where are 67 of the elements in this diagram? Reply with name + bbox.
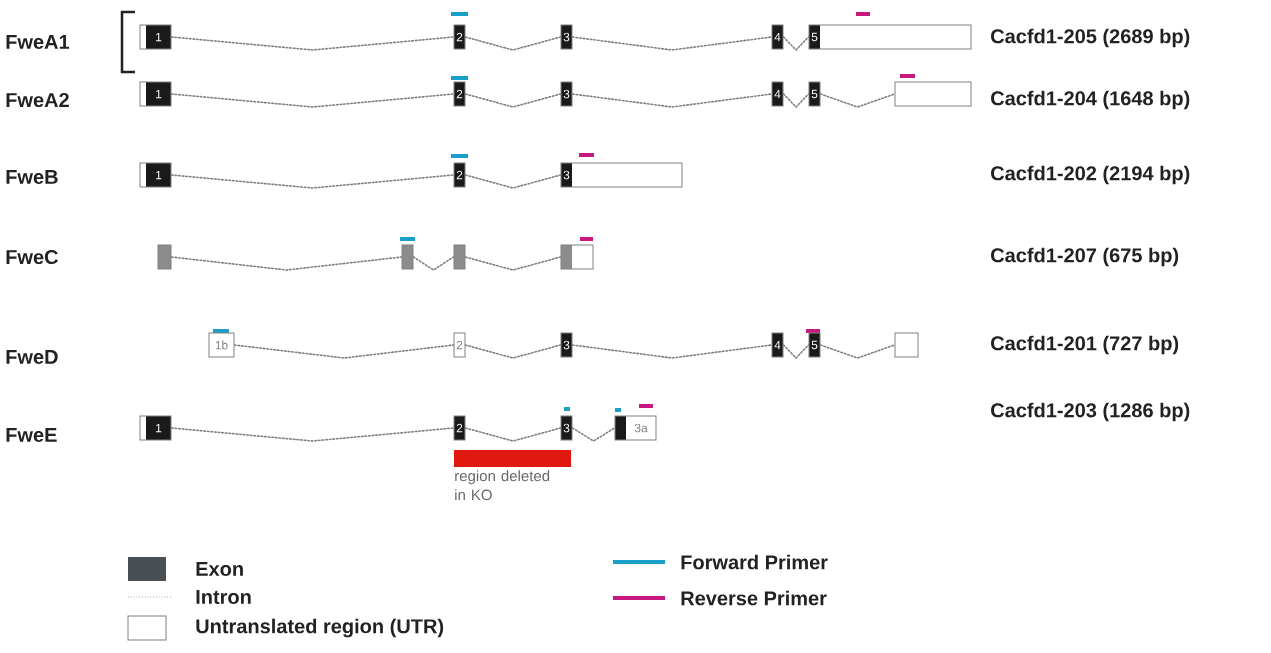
intron-line — [782, 36, 810, 52]
exon-box: 5 — [808, 24, 972, 50]
legend-label: Intron — [196, 590, 251, 604]
exon-box — [453, 244, 466, 270]
intron-line — [782, 344, 810, 360]
intron-line — [571, 36, 773, 51]
exon-box: 3a — [614, 415, 657, 441]
transcript-label: Cacfd1-202 (2194 bp) — [991, 165, 1190, 185]
exon-box: 2 — [453, 415, 466, 441]
intron-line — [464, 344, 562, 359]
transcript-label: Cacfd1-204 (1648 bp) — [991, 90, 1190, 110]
transcript-label: FweD — [6, 350, 58, 364]
exon-box: 1b — [208, 332, 235, 358]
intron-line — [571, 344, 773, 359]
exon-box: 1 — [139, 415, 172, 441]
intron-line — [819, 93, 896, 108]
intron-line — [170, 427, 455, 442]
transcript-label: Cacfd1-207 (675 bp) — [991, 247, 1179, 267]
legend-label: Untranslated region (UTR) — [196, 618, 444, 638]
legend-label: Forward Primer — [681, 554, 828, 570]
transcript-label: FweE — [6, 428, 57, 442]
intron-line — [170, 174, 455, 189]
exon-box: 1 — [139, 81, 172, 107]
intron-line — [233, 344, 455, 359]
exon-box — [894, 81, 972, 107]
transcript-label: FweA2 — [6, 92, 69, 108]
exon-box: 4 — [771, 81, 784, 107]
exon-box: 5 — [808, 81, 821, 107]
exon-box: 3 — [560, 81, 573, 107]
intron-line — [571, 427, 616, 442]
transcript-label: FweC — [6, 249, 58, 265]
intron-line — [412, 256, 455, 271]
legend-label: Reverse Primer — [681, 590, 827, 606]
exon-box — [894, 332, 919, 358]
intron-line — [571, 93, 773, 108]
intron-line — [464, 256, 562, 271]
legend-label: Exon — [196, 562, 243, 576]
intron-line — [170, 36, 455, 51]
note-text: region deleted in KO — [455, 470, 550, 501]
transcript-label: Cacfd1-203 (1286 bp) — [991, 402, 1190, 422]
exon-box — [401, 244, 414, 270]
intron-line — [464, 93, 562, 108]
exon-box: 3 — [560, 415, 573, 441]
exon-box — [560, 244, 594, 270]
exon-box: 2 — [453, 81, 466, 107]
transcript-label: Cacfd1-201 (727 bp) — [991, 335, 1179, 355]
transcript-label: Cacfd1-205 (2689 bp) — [991, 28, 1190, 48]
exon-box: 3 — [560, 24, 573, 50]
intron-line — [464, 427, 562, 442]
intron-line — [464, 174, 562, 189]
exon-box: 2 — [453, 332, 466, 358]
exon-box: 2 — [453, 24, 466, 50]
intron-line — [170, 93, 455, 108]
exon-box: 1 — [139, 24, 172, 50]
exon-box: 2 — [453, 162, 466, 188]
exon-box: 3 — [560, 162, 683, 188]
intron-line — [170, 256, 403, 271]
intron-line — [782, 93, 810, 109]
transcript-label: FweA1 — [6, 35, 70, 49]
intron-line — [464, 36, 562, 51]
exon-box: 1 — [139, 162, 172, 188]
exon-box: 5 — [808, 332, 821, 358]
exon-box: 3 — [560, 332, 573, 358]
exon-box: 4 — [771, 332, 784, 358]
exon-box — [157, 244, 172, 270]
exon-box: 4 — [771, 24, 784, 50]
transcript-label: FweB — [6, 170, 58, 184]
